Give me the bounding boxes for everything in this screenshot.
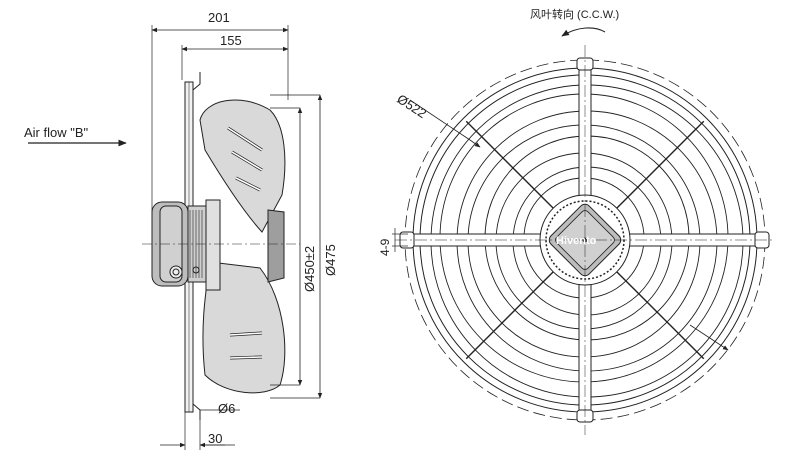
brand-logo: Hivento [556, 235, 597, 247]
dim-overall-depth: 201 [208, 10, 230, 25]
upper-blade [199, 99, 286, 233]
dim-inner-diameter: Ø450±2 [302, 245, 317, 292]
lower-blade [202, 261, 286, 394]
guard-spoke [465, 271, 554, 360]
guard-spoke [616, 120, 705, 209]
rotation-arrow [561, 27, 606, 37]
dim-hole: Ø6 [218, 401, 236, 416]
dim-foot: 30 [208, 431, 223, 446]
guard-spoke [465, 120, 554, 209]
side-view [28, 25, 323, 450]
airflow-label: Air flow "B" [24, 125, 89, 140]
dim-outer-diameter: Ø475 [323, 244, 338, 276]
front-view [392, 27, 775, 435]
guard-spoke [616, 271, 705, 360]
dim-slot: 4-9 [378, 238, 392, 256]
rotation-label: 风叶转向 (C.C.W.) [530, 9, 620, 21]
dim-blade-depth: 155 [220, 33, 242, 48]
